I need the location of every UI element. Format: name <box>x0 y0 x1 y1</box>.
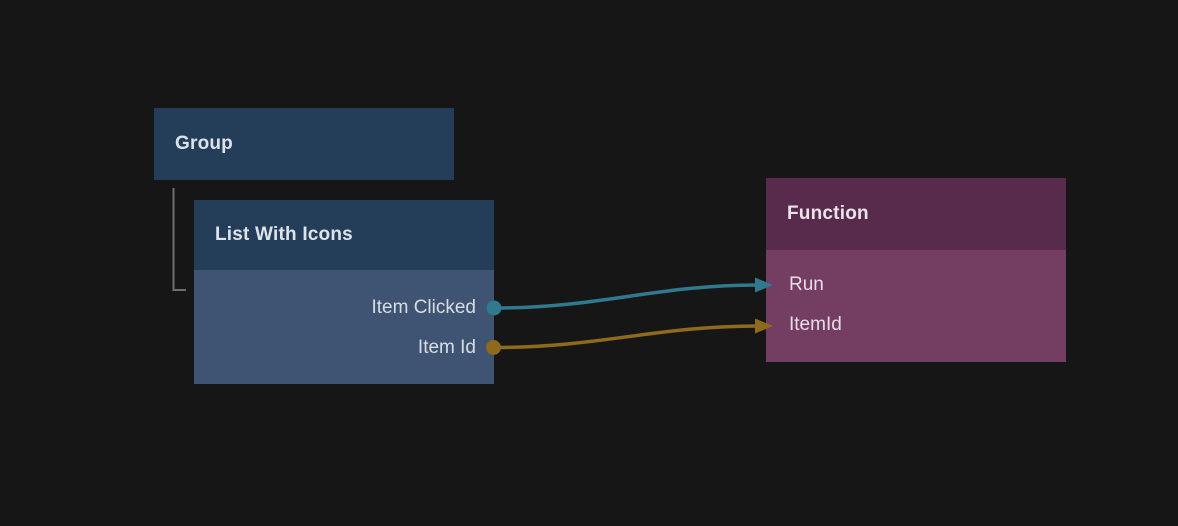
node-list-header[interactable]: List With Icons <box>194 200 494 270</box>
output-row-item-clicked[interactable]: Item Clicked <box>194 288 494 328</box>
output-label-item-id: Item Id <box>417 337 476 358</box>
node-function-body: Run ItemId <box>766 250 1066 362</box>
node-function[interactable]: Function Run ItemId <box>766 178 1066 362</box>
node-group-title: Group <box>175 133 233 154</box>
output-label-item-clicked: Item Clicked <box>371 297 476 318</box>
input-row-run[interactable]: Run <box>766 265 1066 305</box>
node-list-title: List With Icons <box>215 224 353 245</box>
node-list-body: Item Clicked Item Id <box>194 270 494 384</box>
input-label-itemid: ItemId <box>789 314 842 335</box>
input-row-itemid[interactable]: ItemId <box>766 305 1066 345</box>
node-function-title: Function <box>787 203 869 224</box>
node-function-header[interactable]: Function <box>766 178 1066 250</box>
edge-item-id-to-itemid[interactable] <box>491 324 760 350</box>
edge-item-clicked-to-run[interactable] <box>492 283 760 310</box>
input-label-run: Run <box>789 274 824 295</box>
output-row-item-id[interactable]: Item Id <box>194 328 494 368</box>
node-group[interactable]: Group <box>154 108 454 180</box>
group-child-bracket <box>172 188 186 291</box>
node-group-header[interactable]: Group <box>154 108 454 180</box>
node-list-with-icons[interactable]: List With Icons Item Clicked Item Id <box>194 200 494 384</box>
